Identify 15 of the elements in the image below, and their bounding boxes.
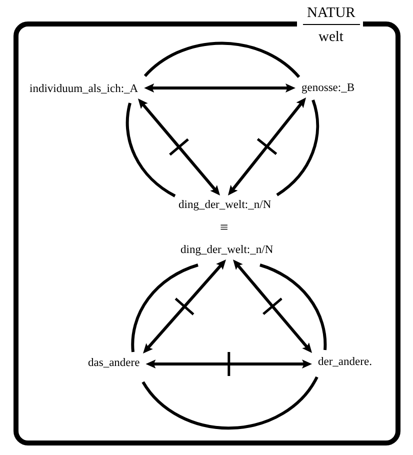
double-arrow [144, 84, 296, 92]
double-arrow [143, 260, 226, 354]
double-arrow [138, 98, 220, 196]
node-label: ding_der_welt:_n/N [172, 196, 278, 214]
heading: NATUR [307, 5, 356, 21]
node-label: ding_der_welt:_n/N [174, 240, 280, 260]
subheading: welt [318, 29, 344, 45]
equivalence-sign: ≡ [220, 220, 228, 236]
node-label: der_andere. [312, 352, 378, 372]
double-arrow [233, 260, 312, 353]
node-label: das_andere [82, 354, 146, 372]
double-arrow [228, 98, 306, 196]
double-arrow [146, 352, 312, 376]
node-label: individuum_als_ich:_A [24, 80, 144, 98]
node-label: genosse:_B [296, 78, 361, 98]
